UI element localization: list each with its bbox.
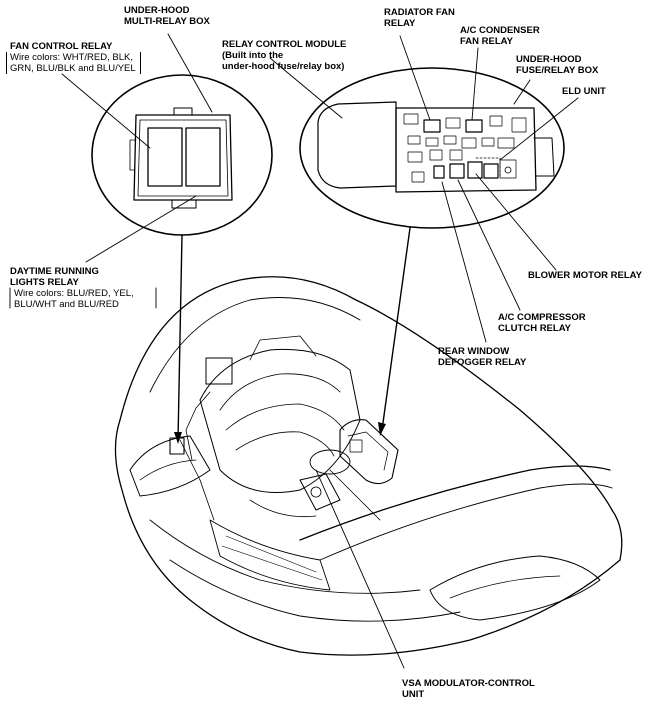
label-daytime-running-lights-relay: DAYTIME RUNNING LIGHTS RELAY — [10, 266, 99, 288]
label-line: (Built into the — [222, 50, 284, 61]
pointer-lines — [174, 227, 411, 444]
label-line: RADIATOR FAN — [384, 7, 455, 18]
label-line: UNIT — [402, 689, 425, 700]
label-vsa-modulator-control-unit: VSA MODULATOR-CONTROL UNIT — [402, 678, 535, 700]
label-line: Wire colors: WHT/RED, BLK, — [10, 52, 133, 63]
label-line: FAN RELAY — [460, 36, 513, 47]
label-line: DAYTIME RUNNING — [10, 266, 99, 277]
label-line: A/C CONDENSER — [460, 25, 540, 36]
label-fan-control-relay: FAN CONTROL RELAY — [10, 41, 113, 52]
label-line: FUSE/RELAY BOX — [516, 65, 599, 76]
label-line: UNDER-HOOD — [516, 54, 582, 65]
label-fan-control-relay-wires: Wire colors: WHT/RED, BLK, GRN, BLU/BLK … — [6, 52, 141, 74]
label-blower-motor-relay: BLOWER MOTOR RELAY — [528, 270, 643, 281]
label-line: GRN, BLU/BLK and BLU/YEL — [10, 63, 136, 74]
label-eld-unit: ELD UNIT — [562, 86, 606, 97]
label-line: MULTI-RELAY BOX — [124, 16, 210, 27]
label-line: REAR WINDOW — [438, 346, 510, 357]
label-under-hood-multi-relay-box: UNDER-HOOD MULTI-RELAY BOX — [124, 5, 210, 27]
label-line: LIGHTS RELAY — [10, 277, 79, 288]
fuse-relay-box-detail — [299, 67, 565, 229]
label-line: DEFOGGER RELAY — [438, 357, 527, 368]
label-line: under-hood fuse/relay box) — [222, 61, 345, 72]
label-relay-control-module: RELAY CONTROL MODULE (Built into the und… — [222, 39, 346, 72]
label-ac-condenser-fan-relay: A/C CONDENSER FAN RELAY — [460, 25, 540, 47]
label-line: A/C COMPRESSOR — [498, 312, 586, 323]
in-car-fuse-box — [299, 419, 399, 511]
label-line: CLUTCH RELAY — [498, 323, 572, 334]
label-line: VSA MODULATOR-CONTROL — [402, 678, 535, 689]
label-ac-compressor-clutch-relay: A/C COMPRESSOR CLUTCH RELAY — [498, 312, 586, 334]
label-line: BLU/WHT and BLU/RED — [14, 299, 119, 310]
label-drl-relay-wires: Wire colors: BLU/RED, YEL, BLU/WHT and B… — [14, 288, 134, 310]
label-under-hood-fuse-relay-box: UNDER-HOOD FUSE/RELAY BOX — [516, 54, 598, 76]
label-radiator-fan-relay: RADIATOR FAN RELAY — [384, 7, 455, 29]
engine — [169, 335, 381, 521]
leader-lines — [61, 33, 579, 669]
label-line: UNDER-HOOD — [124, 5, 190, 16]
drl-relay-wire-bracket — [9, 287, 157, 309]
car-body — [114, 276, 623, 656]
label-rear-window-defogger-relay: REAR WINDOW DEFOGGER RELAY — [438, 346, 526, 368]
label-line: Wire colors: BLU/RED, YEL, — [14, 288, 134, 299]
multi-relay-box-detail — [91, 74, 273, 236]
label-line: RELAY — [384, 18, 416, 29]
label-line: RELAY CONTROL MODULE — [222, 39, 347, 50]
